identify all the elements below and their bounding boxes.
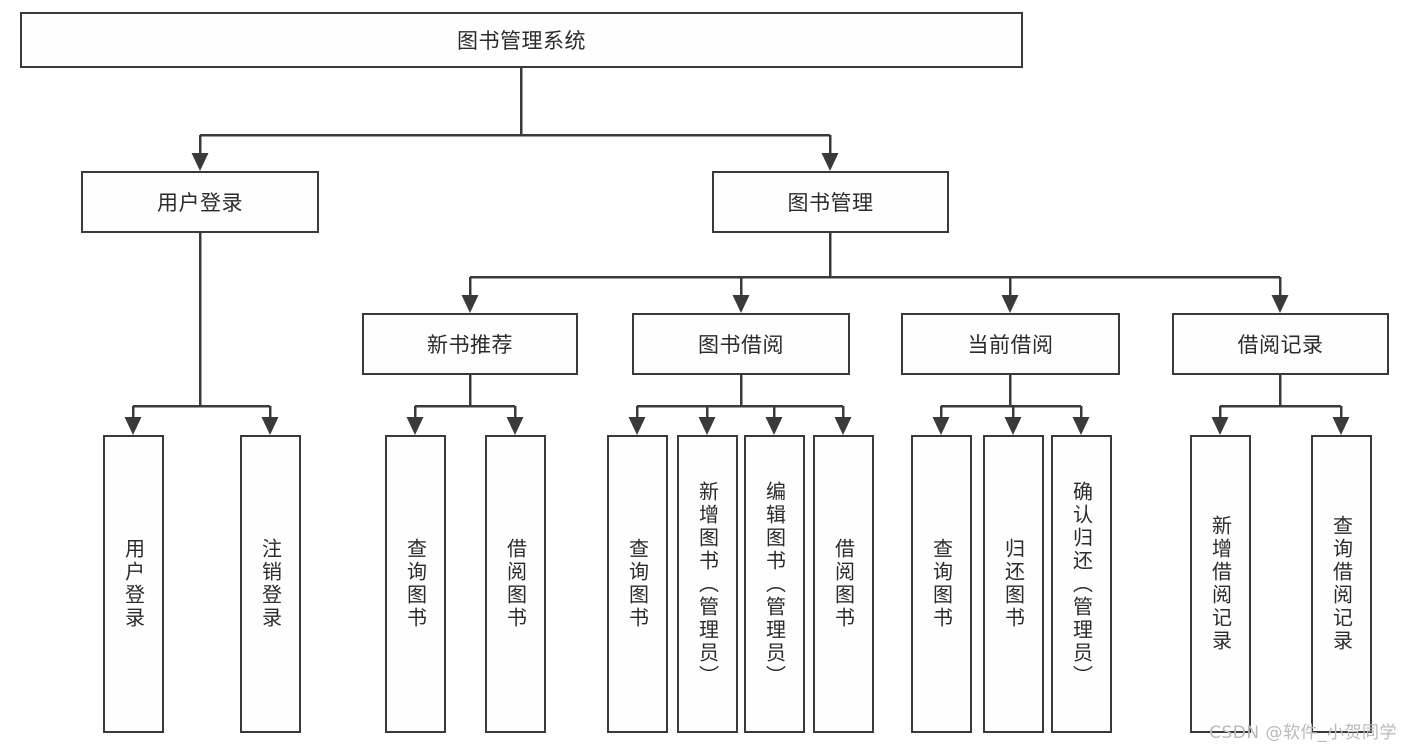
level3-node-0[interactable]: 新书推荐 bbox=[362, 313, 578, 375]
leaf-node-0[interactable]: 用户登录 bbox=[103, 435, 164, 733]
node-label: 借阅记录 bbox=[1237, 333, 1324, 357]
node-label: 新增借阅记录 bbox=[1208, 515, 1233, 653]
root-node[interactable]: 图书管理系统 bbox=[20, 12, 1023, 68]
node-label: 查询借阅记录 bbox=[1329, 515, 1354, 653]
node-label: 图书管理系统 bbox=[457, 29, 586, 53]
node-label: 查询图书 bbox=[929, 538, 954, 630]
leaf-node-1[interactable]: 注销登录 bbox=[240, 435, 301, 733]
leaf-node-11[interactable]: 新增借阅记录 bbox=[1190, 435, 1251, 733]
leaf-node-4[interactable]: 查询图书 bbox=[607, 435, 668, 733]
node-label: 查询图书 bbox=[403, 538, 428, 630]
level2-node-1[interactable]: 图书管理 bbox=[712, 171, 949, 233]
node-label: 查询图书 bbox=[625, 538, 650, 630]
level3-node-1[interactable]: 图书借阅 bbox=[632, 313, 850, 375]
node-label: 新书推荐 bbox=[427, 333, 513, 357]
leaf-node-5[interactable]: 新增图书（管理员） bbox=[677, 435, 738, 733]
leaf-node-9[interactable]: 归还图书 bbox=[983, 435, 1044, 733]
watermark-text: CSDN @软件_小贺同学 bbox=[1209, 723, 1397, 743]
node-label: 图书管理 bbox=[787, 191, 874, 215]
node-label: 图书借阅 bbox=[698, 333, 784, 357]
node-label: 当前借阅 bbox=[967, 333, 1054, 357]
leaf-node-2[interactable]: 查询图书 bbox=[385, 435, 446, 733]
node-label: 编辑图书（管理员） bbox=[762, 480, 787, 688]
leaf-node-3[interactable]: 借阅图书 bbox=[485, 435, 546, 733]
leaf-node-7[interactable]: 借阅图书 bbox=[813, 435, 874, 733]
node-label: 归还图书 bbox=[1001, 538, 1026, 630]
leaf-node-12[interactable]: 查询借阅记录 bbox=[1311, 435, 1372, 733]
node-label: 新增图书（管理员） bbox=[695, 480, 720, 688]
leaf-node-8[interactable]: 查询图书 bbox=[911, 435, 972, 733]
leaf-node-6[interactable]: 编辑图书（管理员） bbox=[744, 435, 805, 733]
node-label: 用户登录 bbox=[157, 191, 243, 215]
level2-node-0[interactable]: 用户登录 bbox=[81, 171, 319, 233]
node-label: 借阅图书 bbox=[831, 538, 856, 630]
node-label: 用户登录 bbox=[121, 538, 146, 630]
node-label: 注销登录 bbox=[258, 538, 283, 630]
level3-node-3[interactable]: 借阅记录 bbox=[1172, 313, 1389, 375]
node-label: 确认归还（管理员） bbox=[1069, 480, 1094, 688]
leaf-node-10[interactable]: 确认归还（管理员） bbox=[1051, 435, 1112, 733]
node-label: 借阅图书 bbox=[503, 538, 528, 630]
level3-node-2[interactable]: 当前借阅 bbox=[901, 313, 1120, 375]
